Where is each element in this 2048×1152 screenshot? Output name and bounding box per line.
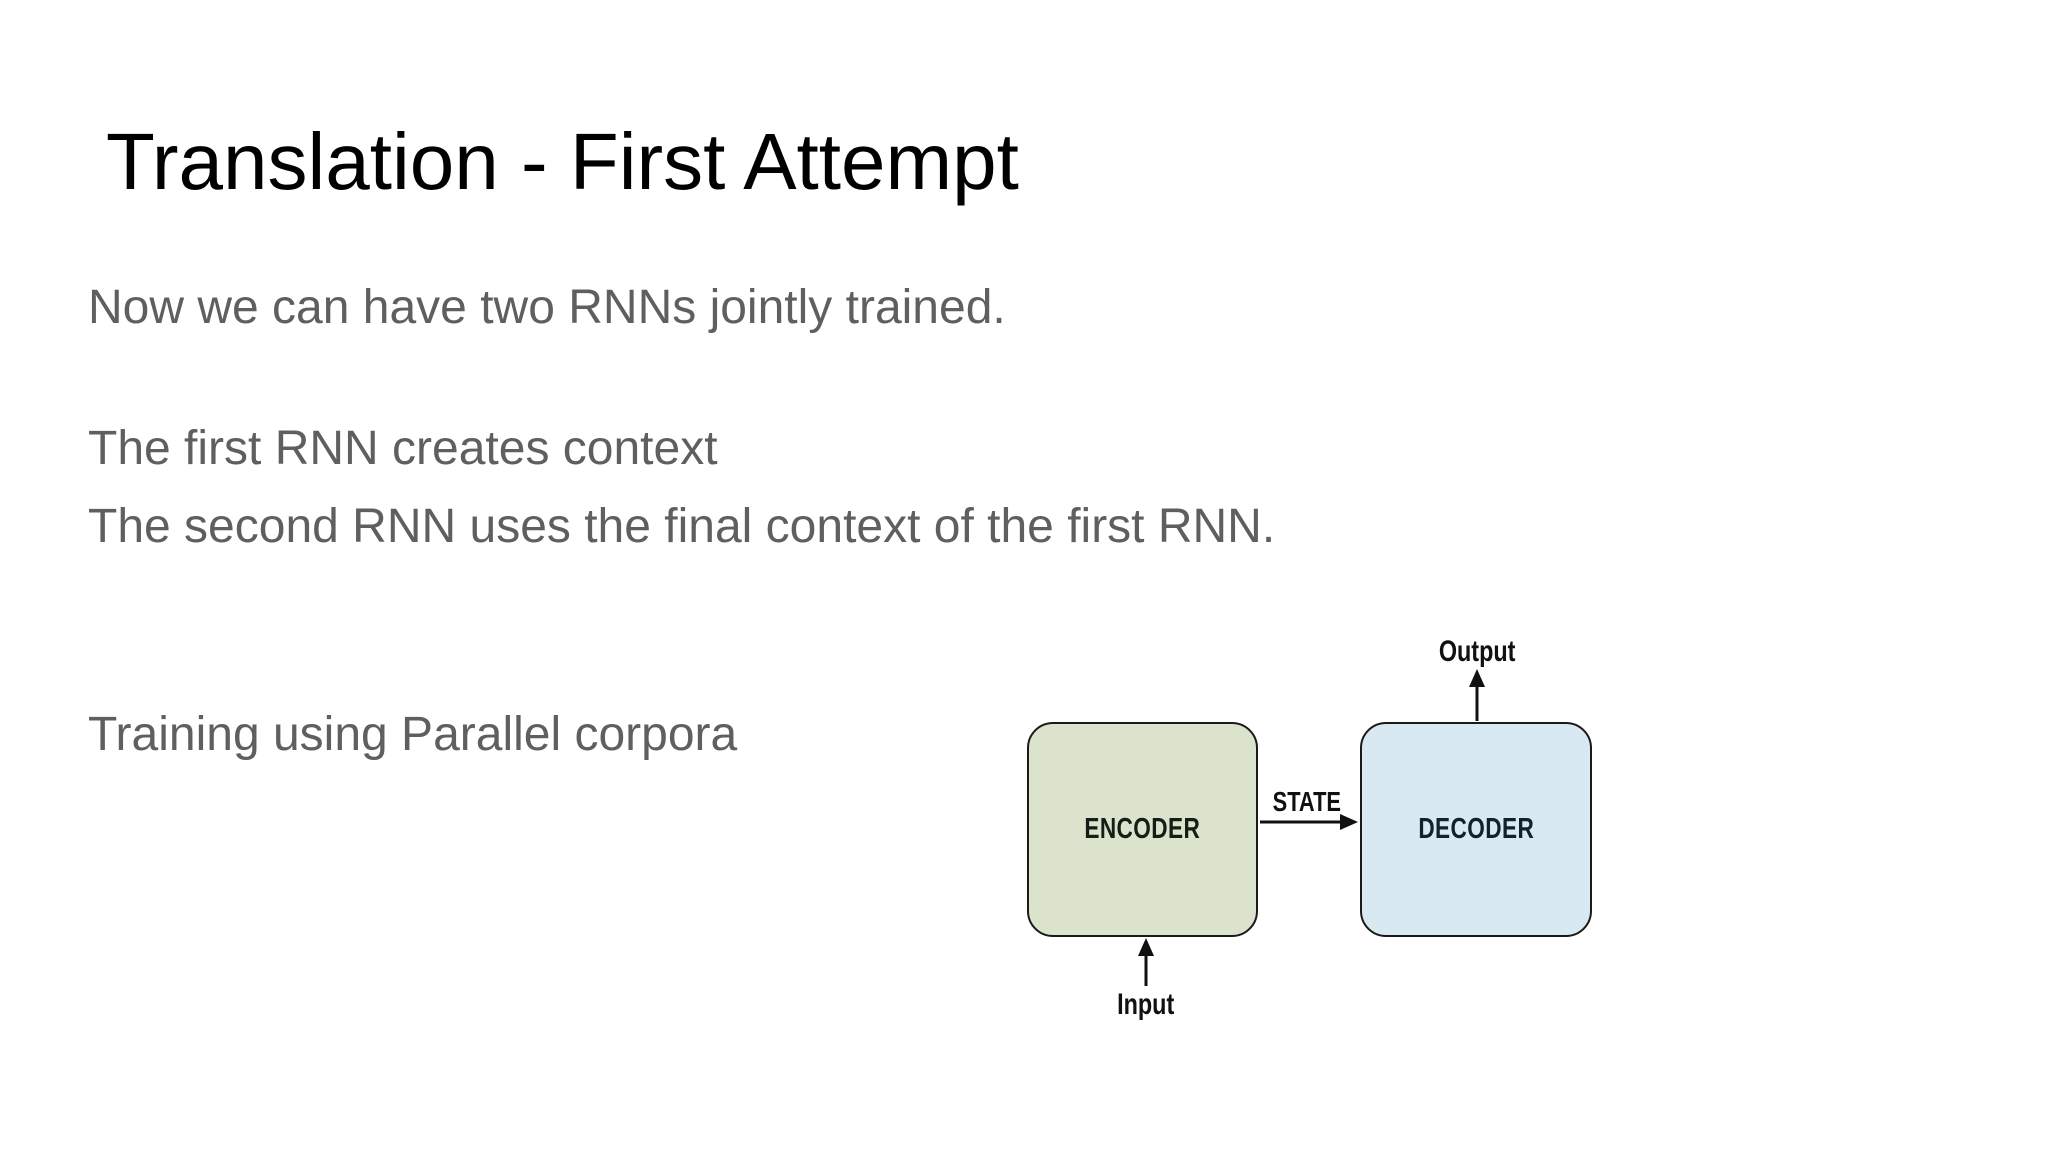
diagram-arrows bbox=[1138, 669, 1485, 986]
state-arrow-label-text: STATE bbox=[1272, 786, 1342, 817]
slide-title: Translation - First Attempt bbox=[106, 117, 1019, 206]
body-text-line-3: The second RNN uses the final context of… bbox=[88, 500, 1276, 553]
body-text-line-2: The first RNN creates context bbox=[88, 422, 718, 475]
body-text-line-4: Training using Parallel corpora bbox=[88, 708, 738, 761]
state-arrowhead-icon bbox=[1340, 814, 1358, 830]
input-arrowhead-icon bbox=[1138, 938, 1154, 956]
output-label-text: Output bbox=[1438, 635, 1516, 668]
input-label-text: Input bbox=[1117, 988, 1175, 1021]
output-label: Output bbox=[1397, 635, 1557, 669]
input-label: Input bbox=[1066, 988, 1226, 1022]
body-text-line-1: Now we can have two RNNs jointly trained… bbox=[88, 281, 1006, 334]
decoder-box-label: DECODER bbox=[1418, 813, 1534, 845]
encoder-box: ENCODER bbox=[1027, 722, 1258, 937]
state-arrow-label: STATE bbox=[1227, 786, 1387, 818]
encoder-box-label: ENCODER bbox=[1084, 813, 1201, 845]
encoder-decoder-diagram: ENCODER DECODER STATE Output Input bbox=[1000, 620, 1700, 1080]
output-arrowhead-icon bbox=[1469, 669, 1485, 687]
decoder-box: DECODER bbox=[1360, 722, 1592, 937]
